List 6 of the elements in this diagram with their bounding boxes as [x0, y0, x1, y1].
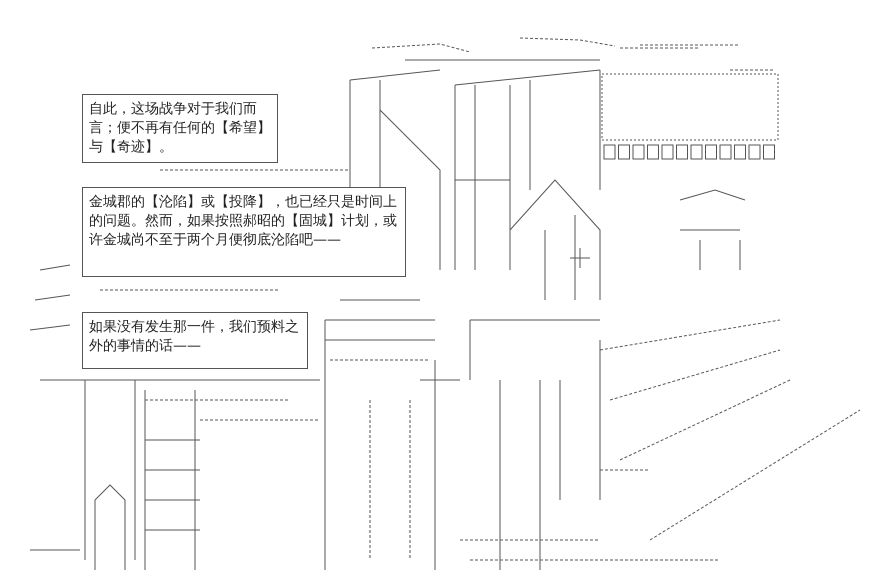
narration-text: 金城郡的【沦陷】或【投降】，也已经只是时间上的问题。然而，如果按照郝昭的【固城】计划，或许金城尚不至于两个月便彻底沦陷吧—— [89, 193, 398, 250]
text-box [82, 94, 278, 163]
text-box [82, 312, 308, 369]
text-box [82, 187, 406, 277]
narration-text: 自此，这场战争对于我们而言；便不再有任何的【希望】与【奇迹】。 [89, 100, 271, 157]
narration-text: 如果没有发生那一件，我们预料之外的事情的话—— [89, 318, 300, 356]
